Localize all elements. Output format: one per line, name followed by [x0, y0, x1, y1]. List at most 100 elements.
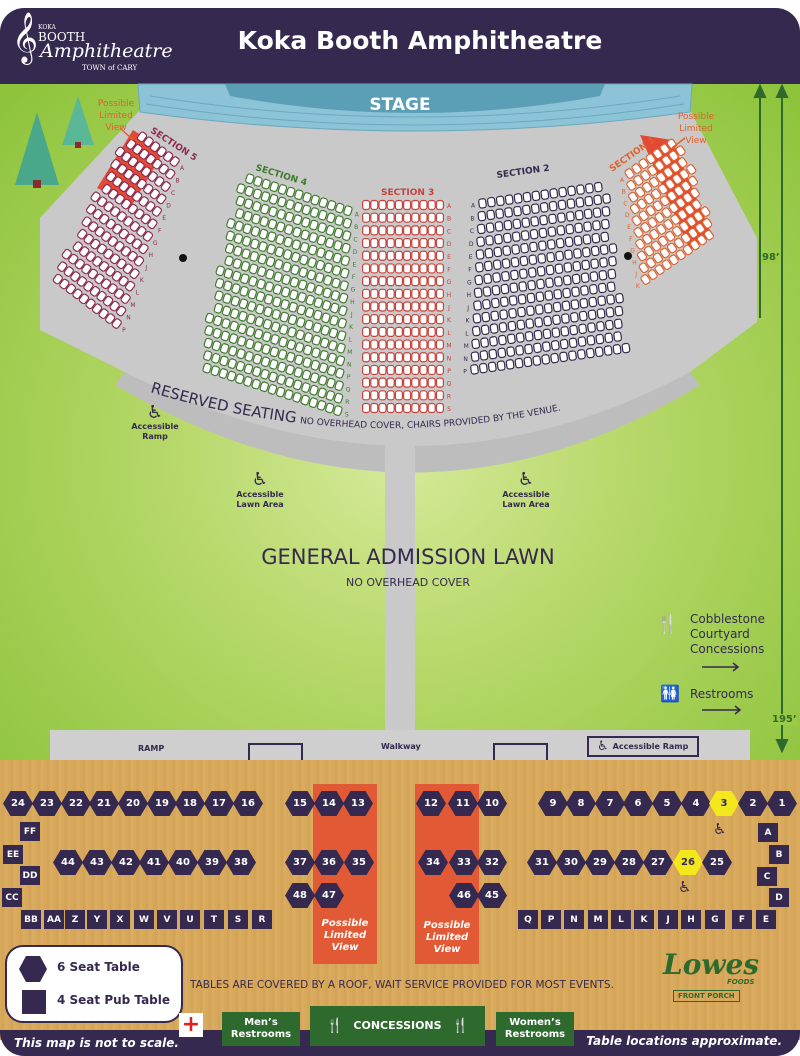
seat[interactable]	[643, 193, 655, 205]
seat[interactable]	[96, 290, 107, 302]
seat[interactable]	[567, 185, 576, 197]
seat[interactable]	[336, 342, 346, 354]
seat[interactable]	[663, 167, 674, 178]
seat[interactable]	[419, 212, 428, 223]
seat[interactable]	[225, 230, 235, 242]
seat[interactable]	[378, 212, 387, 223]
seat[interactable]	[337, 317, 347, 329]
seat[interactable]	[105, 266, 116, 277]
seat[interactable]	[524, 343, 533, 355]
table-pub[interactable]: F	[732, 910, 752, 929]
seat[interactable]	[577, 336, 587, 347]
seat[interactable]	[318, 362, 329, 374]
seat[interactable]	[378, 263, 387, 274]
seat[interactable]	[654, 212, 665, 223]
seat[interactable]	[499, 309, 509, 320]
seat[interactable]	[378, 276, 387, 287]
seat[interactable]	[238, 310, 248, 322]
seat[interactable]	[247, 288, 257, 300]
seat[interactable]	[267, 218, 278, 230]
table-pub[interactable]: U	[180, 910, 200, 929]
seat[interactable]	[370, 276, 379, 287]
seat[interactable]	[112, 176, 123, 188]
seat[interactable]	[607, 268, 617, 280]
seat[interactable]	[260, 368, 270, 380]
seat[interactable]	[370, 339, 379, 350]
seat[interactable]	[321, 300, 332, 311]
seat[interactable]	[362, 301, 371, 312]
table-pub[interactable]: Y	[87, 910, 107, 929]
table-pub[interactable]: W	[134, 910, 154, 929]
seat[interactable]	[294, 342, 305, 353]
seat[interactable]	[559, 351, 568, 363]
seat[interactable]	[494, 221, 504, 232]
seat[interactable]	[362, 364, 371, 376]
seat[interactable]	[315, 259, 325, 271]
seat[interactable]	[427, 288, 436, 299]
seat[interactable]	[536, 278, 545, 290]
seat[interactable]	[482, 286, 492, 297]
seat[interactable]	[370, 237, 379, 249]
table-six-seat[interactable]: 23	[32, 791, 62, 816]
seat[interactable]	[320, 337, 330, 349]
seat[interactable]	[513, 205, 522, 217]
seat[interactable]	[684, 204, 695, 215]
seat[interactable]	[394, 314, 403, 325]
table-six-seat[interactable]: 34	[418, 850, 448, 875]
seat[interactable]	[129, 268, 140, 279]
seat[interactable]	[74, 258, 85, 270]
seat[interactable]	[378, 377, 387, 388]
seat[interactable]	[419, 250, 428, 261]
seat[interactable]	[245, 173, 255, 185]
seat[interactable]	[552, 301, 562, 313]
seat[interactable]	[334, 380, 344, 391]
seat[interactable]	[427, 225, 436, 236]
seat[interactable]	[296, 304, 307, 316]
seat[interactable]	[522, 191, 532, 203]
seat[interactable]	[427, 377, 436, 388]
seat[interactable]	[526, 292, 536, 304]
seat[interactable]	[529, 228, 539, 240]
seat[interactable]	[427, 199, 436, 211]
seat[interactable]	[89, 286, 101, 297]
seat[interactable]	[626, 179, 637, 191]
seat[interactable]	[331, 277, 341, 289]
seat[interactable]	[522, 204, 531, 216]
seat[interactable]	[574, 209, 584, 221]
seat[interactable]	[105, 313, 116, 324]
seat[interactable]	[702, 218, 713, 229]
seat[interactable]	[142, 231, 154, 242]
seat[interactable]	[293, 201, 303, 213]
seat[interactable]	[386, 402, 395, 414]
seat[interactable]	[542, 341, 551, 352]
seat[interactable]	[257, 253, 268, 265]
table-pub[interactable]: C	[757, 867, 777, 886]
seat[interactable]	[223, 280, 233, 292]
seat[interactable]	[696, 234, 707, 246]
seat[interactable]	[394, 263, 403, 274]
seat[interactable]	[228, 333, 239, 344]
table-pub[interactable]: CC	[2, 888, 22, 907]
seat[interactable]	[76, 276, 87, 287]
seat[interactable]	[565, 223, 575, 235]
seat[interactable]	[260, 203, 270, 215]
seat[interactable]	[271, 309, 281, 320]
seat[interactable]	[116, 211, 127, 222]
seat[interactable]	[83, 233, 94, 245]
seat[interactable]	[378, 390, 387, 401]
seat[interactable]	[269, 346, 280, 358]
seat[interactable]	[272, 296, 282, 308]
seat[interactable]	[224, 243, 235, 254]
table-pub[interactable]: N	[564, 910, 584, 929]
seat[interactable]	[267, 384, 278, 395]
seat[interactable]	[471, 325, 481, 337]
seat[interactable]	[411, 314, 420, 325]
seat[interactable]	[282, 249, 293, 260]
seat[interactable]	[72, 241, 83, 252]
seat[interactable]	[338, 292, 349, 304]
seat[interactable]	[229, 320, 239, 332]
seat[interactable]	[133, 255, 145, 267]
seat[interactable]	[419, 402, 428, 414]
seat[interactable]	[219, 355, 229, 367]
seat[interactable]	[517, 306, 526, 318]
